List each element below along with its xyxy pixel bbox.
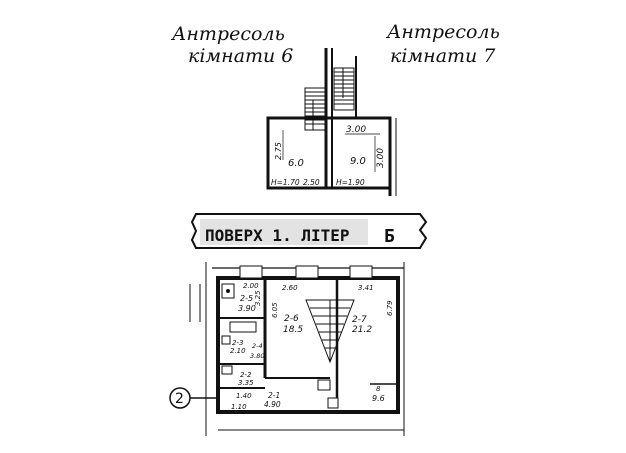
room6-area: 6.0: [288, 158, 304, 169]
room-8-label: 8: [376, 385, 381, 393]
room-2-7-area: 21.2: [352, 325, 372, 335]
room-2-2-area: 3.35: [238, 379, 254, 387]
room6-extra-dimension: 2.50: [303, 178, 320, 187]
stove-icon: [221, 283, 235, 299]
room7-depth-dimension: 3.00: [376, 148, 386, 168]
ground-floor-plan: 2 2.00 2-5 3.90 3.25 2.60 2-6 18.5 6.05 …: [169, 262, 405, 436]
room6-width-dimension: 2.75: [274, 142, 283, 160]
room-2-7-top-dimension: 3.41: [358, 284, 374, 292]
mezzanine-stair-right: [333, 67, 355, 111]
room-2-7-side-dimension: 6.79: [386, 300, 394, 316]
room7-area: 9.0: [350, 156, 366, 167]
room-2-6-side-dimension: 6.05: [271, 302, 279, 318]
heading-right-line2: кімнати 7: [390, 45, 496, 67]
room-2-1-label: 2-1: [268, 391, 280, 400]
room-2-3-area: 2.10: [230, 347, 246, 355]
room6-height-note: H=1.70: [271, 178, 300, 187]
bathtub-icon: [229, 321, 257, 333]
room-2-5-area: 3.90: [238, 304, 256, 313]
heading-left-line1: Антресоль: [170, 23, 285, 45]
room-2-1-area: 4.90: [264, 400, 281, 409]
room7-width-dimension: 3.00: [346, 125, 366, 135]
room-2-5-top-dimension: 2.00: [243, 282, 259, 290]
entrance-marker: [169, 387, 191, 409]
room-2-2-label: 2-2: [240, 371, 252, 379]
heading-right-line1: Антресоль: [385, 21, 500, 43]
room-2-1-aux: 1.10: [231, 403, 247, 411]
mezzanine-stair-left: [304, 87, 326, 131]
floor-banner-letter: Б: [384, 226, 395, 247]
room7-height-note: H=1.90: [336, 178, 365, 187]
room-2-6-area: 18.5: [283, 325, 303, 335]
room-2-3-label: 2-3: [232, 339, 243, 347]
room-2-5-label: 2-5: [240, 294, 253, 303]
heading-left-line2: кімнати 6: [188, 45, 293, 67]
room-2-7-label: 2-7: [352, 315, 367, 325]
room-2-5-side-dimension: 3.25: [254, 290, 262, 306]
entrance-number: 2: [175, 391, 184, 407]
room-2-4-area: 3.80: [250, 352, 264, 360]
sink-icon: [221, 335, 231, 345]
room-2-6-top-dimension: 2.60: [282, 284, 298, 292]
floor-banner: ПОВЕРХ 1. ЛІТЕР Б: [190, 213, 428, 249]
room-2-1-note: 1.40: [236, 392, 252, 400]
mezzanine-plan: 2.75 6.0 H=1.70 2.50 3.00 3.00 9.0 H=1.9…: [266, 48, 397, 196]
room-8-area: 9.6: [372, 394, 385, 403]
toilet-icon: [221, 365, 233, 375]
room-2-6-label: 2-6: [284, 314, 299, 324]
ground-stair: [305, 299, 355, 364]
room-2-4-label: 2-4: [252, 342, 263, 350]
floor-banner-text: ПОВЕРХ 1. ЛІТЕР: [205, 226, 350, 245]
